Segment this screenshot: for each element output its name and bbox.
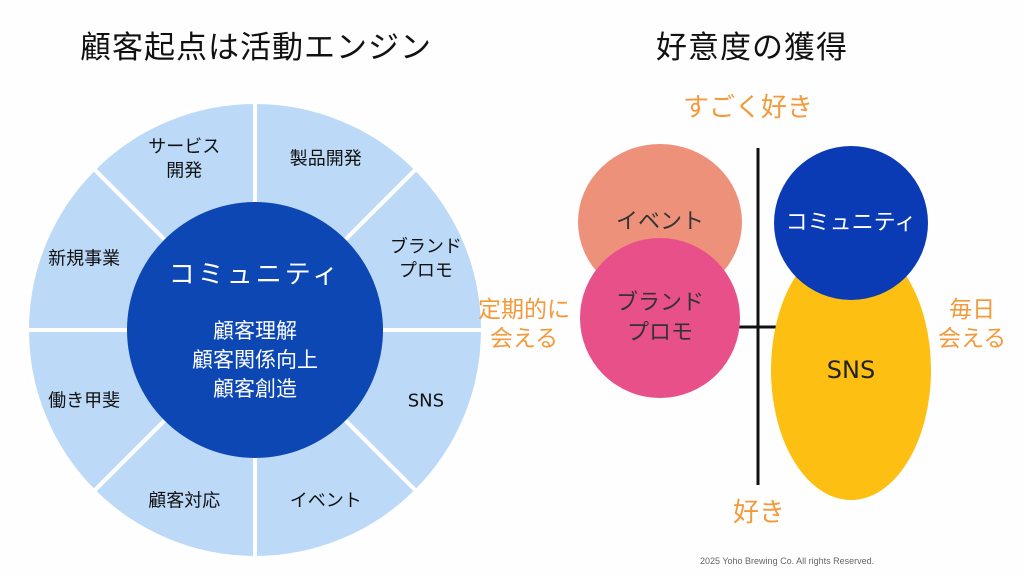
- left-axis-label-line: 会える: [489, 325, 559, 352]
- wheel-segment-label: サービス: [148, 137, 220, 158]
- wheel-center-title: コミュニティ: [169, 260, 341, 290]
- left-axis-label-line: 定期的に: [478, 297, 570, 323]
- wheel-segment-label: 働き甲斐: [48, 390, 120, 411]
- community-bubble: [774, 146, 928, 300]
- top-axis-label: すごく好き: [683, 93, 814, 123]
- wheel-center-line: 顧客理解: [213, 319, 297, 343]
- left-title: 顧客起点は活動エンジン: [80, 30, 432, 66]
- wheel-segment-label: イベント: [290, 490, 362, 511]
- sns-bubble: [771, 240, 931, 500]
- sns-bubble-label: SNS: [827, 356, 875, 384]
- brand-bubble-label: プロモ: [627, 321, 693, 346]
- wheel-center-circle: [127, 202, 383, 458]
- copyright-footer: 2025 Yoho Brewing Co. All rights Reserve…: [700, 556, 875, 566]
- wheel-segment-label: 製品開発: [290, 149, 362, 170]
- right-axis-label-line: 毎日: [949, 297, 996, 323]
- brand-bubble-label: ブランド: [616, 291, 704, 316]
- wheel-segment-label: 新規事業: [48, 249, 120, 270]
- wheel-segment-label: プロモ: [399, 261, 453, 282]
- wheel-segment-label: ブランド: [390, 236, 462, 258]
- wheel-segment-label: 開発: [166, 161, 202, 182]
- right-title: 好意度の獲得: [656, 30, 848, 66]
- wheel-segment-label: SNS: [408, 390, 444, 411]
- left-axis-label: 定期的に 会える: [478, 296, 570, 354]
- right-axis-label: 毎日 会える: [938, 296, 1006, 354]
- event-bubble-label: イベント: [616, 210, 704, 235]
- brand-bubble: [580, 238, 740, 398]
- right-axis-label-line: 会える: [938, 325, 1007, 352]
- community-bubble-label: コミュニティ: [786, 211, 917, 236]
- wheel-center-line: 顧客関係向上: [192, 348, 318, 372]
- wheel-center-line: 顧客創造: [213, 377, 297, 401]
- bottom-axis-label: 好き: [733, 498, 786, 528]
- wheel-segment-label: 顧客対応: [148, 490, 220, 511]
